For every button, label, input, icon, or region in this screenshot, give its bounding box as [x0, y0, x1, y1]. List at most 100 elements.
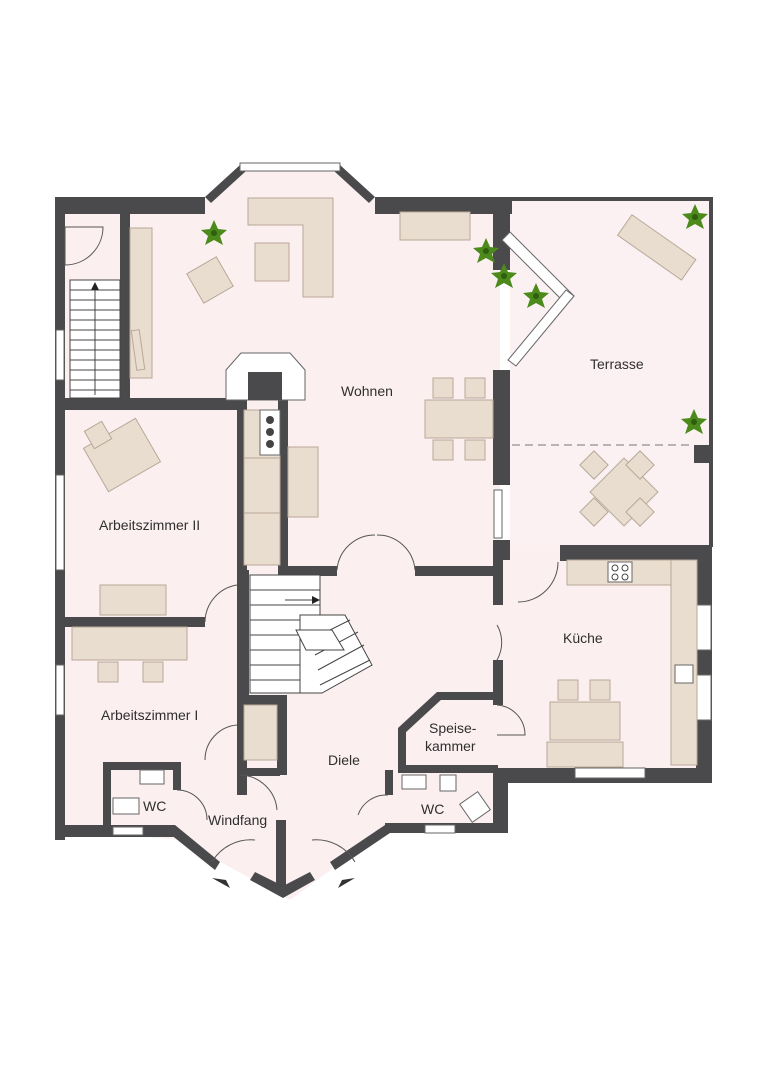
terrace-edge-right	[709, 197, 713, 547]
wall-hall-left	[277, 700, 287, 775]
wall-living-terrace-top	[493, 200, 510, 270]
wardrobe-hall	[243, 704, 278, 761]
door-study1	[204, 724, 238, 761]
chair	[625, 497, 655, 527]
fireplace	[248, 372, 282, 400]
desk-study1	[71, 626, 188, 661]
wc-left-wall-right	[173, 762, 181, 790]
pantry-wall-bottom	[398, 765, 498, 773]
wc-right-toilet	[439, 774, 457, 792]
label-arbeitszimmer-1: Arbeitszimmer I	[101, 707, 198, 723]
chair-study2	[83, 420, 113, 450]
outer-wall-top-left	[55, 197, 205, 214]
label-diele: Diele	[328, 752, 360, 768]
label-speisekammer-2: kammer	[425, 738, 476, 754]
kitchen-wall-left-mid	[493, 660, 503, 705]
chair	[625, 450, 655, 480]
outer-wall-top-right	[375, 197, 512, 214]
stairs-left	[69, 279, 121, 399]
chair	[464, 439, 486, 461]
living-wall-bottom-left	[285, 566, 337, 576]
window-angled-2	[507, 289, 575, 367]
coffee-table	[254, 242, 290, 282]
plant-icon	[681, 409, 707, 434]
cooktop	[607, 561, 633, 583]
windfang-wall-left	[170, 825, 220, 870]
sofa-corner	[247, 197, 334, 298]
wall-study2-study1	[65, 617, 205, 627]
plant-icon	[491, 263, 517, 288]
pantry-wall-top	[437, 692, 497, 700]
door-living	[336, 534, 416, 571]
kitchen-wall-left-top	[493, 560, 503, 605]
kitchen-counter-right	[670, 559, 698, 766]
window-bay-top	[239, 162, 341, 172]
kitchen-sink	[674, 664, 694, 684]
wall-stair-living	[120, 210, 130, 400]
cabinet	[243, 457, 281, 514]
wc-right-wall-left	[385, 770, 393, 795]
chair	[432, 377, 454, 399]
living-wall-bottom-right	[415, 566, 497, 576]
window-wc-right	[424, 824, 456, 834]
doors	[64, 226, 559, 888]
chair	[589, 679, 611, 701]
label-speisekammer-1: Speise-	[429, 720, 477, 736]
dining-table	[424, 399, 494, 439]
wc-left-wall-left	[103, 762, 111, 827]
wc-left-toilet	[112, 797, 140, 815]
plant-icon	[682, 204, 708, 229]
chair	[432, 439, 454, 461]
sideboard	[399, 211, 471, 241]
wc-right-shower	[458, 790, 492, 824]
kitchen-bench	[546, 741, 624, 768]
windfang-center-wall	[276, 820, 286, 890]
door-pantry	[496, 704, 526, 736]
bay-wall-left	[205, 165, 246, 203]
door-entrance	[211, 839, 356, 863]
label-kueche: Küche	[563, 630, 603, 646]
kitchen-table	[549, 701, 621, 741]
wall-living-chimney	[278, 400, 288, 575]
wall-living-terrace-mid	[493, 370, 510, 485]
plant-icon	[201, 220, 227, 245]
window-living-west	[493, 489, 503, 539]
entrance-arrow-right	[338, 878, 355, 888]
label-wc-right: WC	[421, 801, 444, 817]
wc-left-sink	[139, 769, 165, 785]
label-arbeitszimmer-2: Arbeitszimmer II	[99, 517, 200, 533]
plant-icon	[523, 283, 549, 308]
chair	[464, 377, 486, 399]
chair-study1	[142, 661, 164, 683]
cabinet	[243, 512, 281, 566]
wall-study1-right	[237, 700, 247, 795]
wc-left-wall-top	[103, 762, 173, 770]
windfang-wall-right	[330, 825, 390, 870]
plant-icon	[473, 238, 499, 263]
furniture	[71, 197, 698, 824]
label-wohnen: Wohnen	[341, 383, 393, 399]
door-kitchen-top	[517, 561, 559, 603]
wall-stair-study2	[65, 398, 245, 410]
door-wc-right	[357, 794, 389, 816]
door-wc-left	[176, 789, 208, 821]
label-wc-left: WC	[143, 798, 166, 814]
stairs-center	[249, 574, 373, 694]
window-kitchen-2	[696, 674, 712, 721]
desk-study2	[82, 417, 162, 493]
label-terrasse: Terrasse	[590, 356, 644, 372]
door-windfang-inner	[239, 774, 278, 811]
kitchen-wall-top	[560, 545, 712, 561]
window-study1	[55, 664, 65, 716]
terrace-post	[694, 445, 712, 463]
window-kitchen-bottom	[574, 767, 646, 779]
window-stair	[55, 329, 65, 381]
chair-study1	[97, 661, 119, 683]
door-stair-top	[64, 226, 104, 266]
window-kitchen-1	[696, 604, 712, 651]
wc-right-wall-right	[493, 768, 508, 830]
chair	[557, 679, 579, 701]
wc-right-sink	[401, 774, 427, 790]
